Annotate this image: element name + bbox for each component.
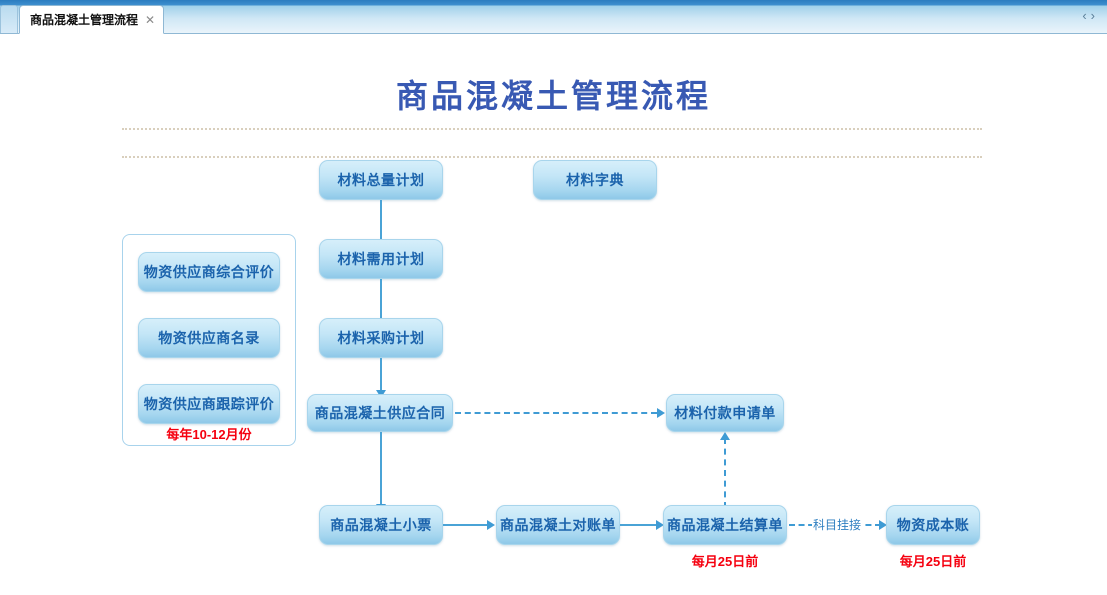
note-cost-ledger-due: 每月25日前 — [899, 554, 967, 569]
close-icon[interactable]: ✕ — [145, 12, 156, 27]
node-label: 物资供应商综合评价 — [143, 264, 275, 280]
node-label: 材料需用计划 — [337, 251, 425, 267]
connector-label-account-link: 科目挂接 — [812, 516, 863, 533]
connector-ticket-to-reconciliation — [443, 524, 487, 526]
node-supplier-tracking-evaluation[interactable]: 物资供应商跟踪评价 — [138, 384, 280, 424]
note-settlement-due: 每月25日前 — [691, 554, 759, 569]
tab-bar-left-stub — [0, 5, 18, 33]
chevron-right-icon[interactable]: › — [1090, 8, 1095, 23]
divider-rule-top — [122, 128, 982, 130]
node-supplier-directory[interactable]: 物资供应商名录 — [138, 318, 280, 358]
node-label: 商品混凝土对账单 — [500, 517, 616, 533]
flowchart-canvas: 商品混凝土管理流程 物资供应商综合评价 物资供应商名录 物资供应商跟踪评价 每年… — [0, 34, 1107, 595]
connector-settlement-to-payment — [724, 438, 726, 508]
node-label: 物资成本账 — [896, 517, 970, 533]
node-label: 商品混凝土小票 — [330, 517, 432, 533]
tab-concrete-management-process[interactable]: 商品混凝土管理流程 ✕ — [19, 5, 165, 34]
arrowhead-reconciliation-to-settlement — [656, 520, 664, 530]
node-label: 物资供应商跟踪评价 — [143, 396, 275, 412]
node-supplier-overall-evaluation[interactable]: 物资供应商综合评价 — [138, 252, 280, 292]
node-concrete-settlement[interactable]: 商品混凝土结算单 — [663, 505, 787, 545]
node-concrete-reconciliation[interactable]: 商品混凝土对账单 — [496, 505, 620, 545]
connector-reconciliation-to-settlement — [620, 524, 656, 526]
node-concrete-supply-contract[interactable]: 商品混凝土供应合同 — [307, 394, 453, 432]
node-label: 商品混凝土结算单 — [667, 517, 783, 533]
connector-total-to-demand — [380, 200, 382, 248]
chevron-left-icon[interactable]: ‹ — [1082, 8, 1087, 23]
node-concrete-ticket[interactable]: 商品混凝土小票 — [319, 505, 443, 545]
divider-rule-bottom — [122, 156, 982, 158]
page-title: 商品混凝土管理流程 — [395, 78, 711, 114]
connector-contract-to-payment — [455, 412, 657, 414]
node-material-purchase-plan[interactable]: 材料采购计划 — [319, 318, 443, 358]
node-label: 商品混凝土供应合同 — [314, 405, 446, 421]
node-label: 材料付款申请单 — [674, 405, 776, 421]
node-material-dictionary[interactable]: 材料字典 — [533, 160, 657, 200]
connector-purchase-to-contract — [380, 358, 382, 398]
node-material-demand-plan[interactable]: 材料需用计划 — [319, 239, 443, 279]
arrowhead-settlement-to-ledger — [879, 520, 887, 530]
arrowhead-ticket-to-reconciliation — [487, 520, 495, 530]
browser-tab-bar: 商品混凝土管理流程 ✕ ‹ › — [0, 0, 1107, 34]
node-label: 材料总量计划 — [337, 172, 425, 188]
node-material-total-plan[interactable]: 材料总量计划 — [319, 160, 443, 200]
node-label: 材料字典 — [566, 172, 624, 188]
node-material-payment-request[interactable]: 材料付款申请单 — [666, 394, 784, 432]
tab-label: 商品混凝土管理流程 — [30, 13, 139, 27]
tab-nav-controls: ‹ › — [1082, 9, 1095, 22]
node-material-cost-ledger[interactable]: 物资成本账 — [886, 505, 980, 545]
vendor-panel-note: 每年10-12月份 — [166, 427, 252, 442]
node-label: 物资供应商名录 — [158, 330, 260, 346]
connector-contract-to-ticket — [380, 432, 382, 512]
connector-demand-to-purchase — [380, 279, 382, 327]
node-label: 材料采购计划 — [337, 330, 425, 346]
arrowhead-contract-to-payment — [657, 408, 665, 418]
arrowhead-settlement-to-payment — [720, 432, 730, 440]
